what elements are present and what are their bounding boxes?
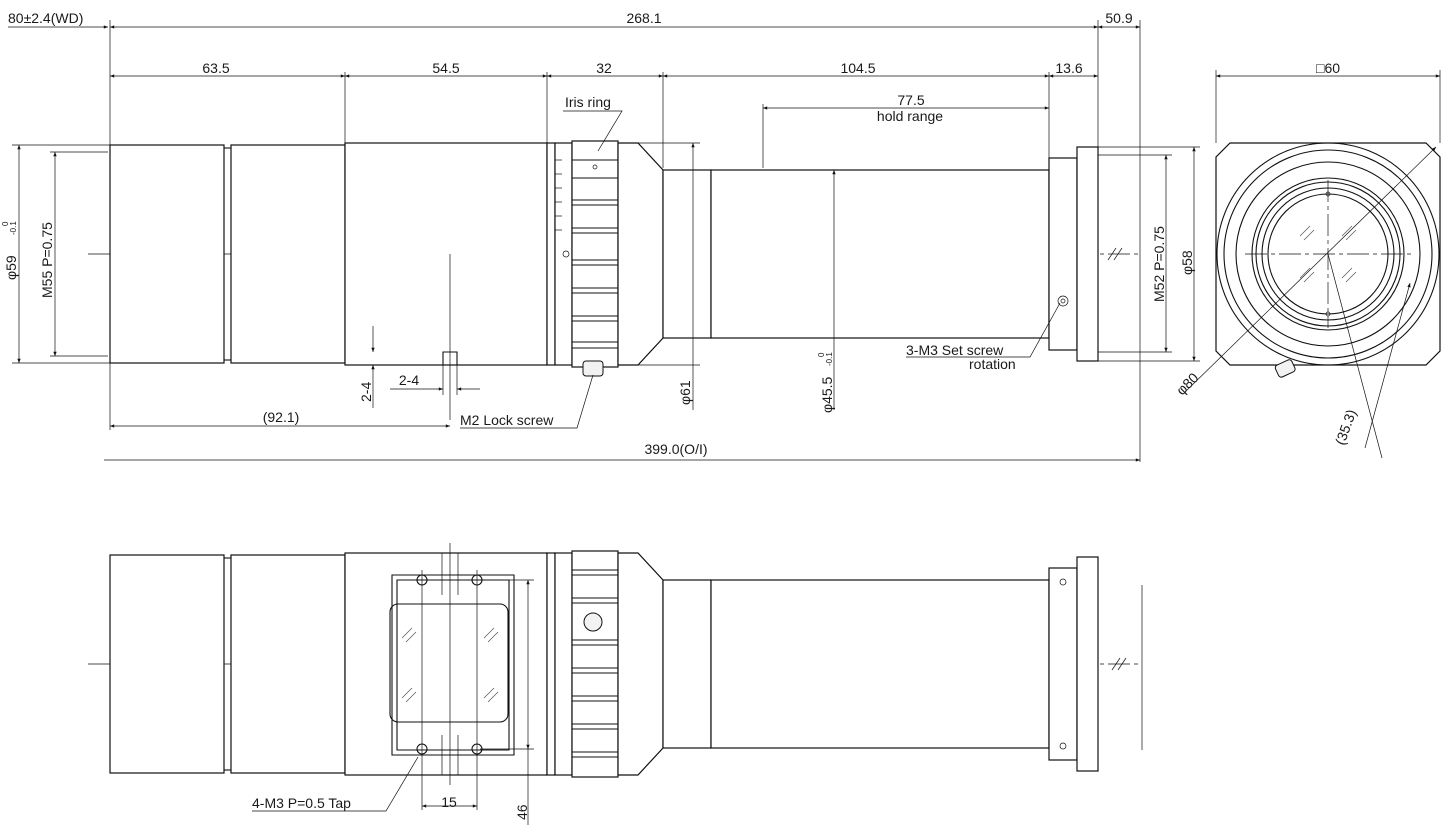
tap-height-dim: 46 bbox=[514, 804, 530, 820]
tube-2 bbox=[710, 169, 1050, 339]
bottom-main-body bbox=[344, 552, 548, 776]
tap-window bbox=[389, 603, 509, 723]
dia58-dim: φ58 bbox=[1179, 250, 1195, 275]
front-view: □60 φ80 (35.3) bbox=[1173, 60, 1441, 459]
tap-pitch-dim: 15 bbox=[441, 794, 457, 810]
bottom-iris-ring bbox=[571, 550, 619, 778]
iris-knurl bbox=[572, 159, 618, 349]
d92-dim: (92.1) bbox=[263, 409, 300, 425]
lock-screw bbox=[582, 360, 604, 377]
dia59-tol-up: 0 bbox=[1, 221, 10, 226]
dia80-dim: φ80 bbox=[1173, 369, 1202, 398]
dia61-dim: φ61 bbox=[677, 380, 693, 405]
rear-mount bbox=[1048, 157, 1078, 351]
side-view: 80±2.4(WD) 268.1 50.9 63.5 54.5 32 104.5… bbox=[1, 10, 1200, 462]
m52-dim: M52 P=0.75 bbox=[1151, 226, 1167, 302]
dia59-tol-down: -0.1 bbox=[9, 221, 18, 235]
bottom-iris-knurl bbox=[572, 569, 618, 758]
dia45-tol-down: -0.1 bbox=[825, 352, 834, 366]
m55-dim: M55 P=0.75 bbox=[39, 222, 55, 298]
tube-1 bbox=[662, 169, 712, 339]
square-dim: □60 bbox=[1316, 60, 1340, 76]
slot-depth-dim: 2-4 bbox=[358, 382, 374, 402]
front-barrel-2 bbox=[230, 144, 346, 364]
seg4-dim: 104.5 bbox=[840, 60, 875, 76]
front-barrel-1 bbox=[109, 144, 225, 364]
overall-dim: 399.0(O/I) bbox=[644, 441, 707, 457]
scale-ticks bbox=[555, 159, 562, 231]
wd-dim: 80±2.4(WD) bbox=[8, 10, 83, 26]
lock-label: M2 Lock screw bbox=[460, 412, 554, 428]
seg5-dim: 13.6 bbox=[1055, 60, 1082, 76]
iris-label: Iris ring bbox=[565, 94, 611, 110]
main-body bbox=[344, 142, 548, 366]
hold-range-label: hold range bbox=[877, 108, 943, 124]
top-view: 4-M3 P=0.5 Tap 15 46 bbox=[88, 543, 1143, 825]
front-lock-screw bbox=[1274, 359, 1296, 378]
tap-plate bbox=[391, 574, 515, 756]
dia59-dim: φ59 bbox=[3, 255, 19, 280]
seg3-dim: 32 bbox=[596, 60, 612, 76]
bottom-lock-screw bbox=[583, 612, 603, 632]
rear-flange-dim: 50.9 bbox=[1105, 10, 1132, 26]
dia45-tol-up: 0 bbox=[817, 352, 826, 357]
rotation-label: rotation bbox=[969, 356, 1016, 372]
bottom-barrel-2 bbox=[230, 554, 346, 774]
seg2-dim: 54.5 bbox=[432, 60, 459, 76]
hold-dim: 77.5 bbox=[897, 92, 924, 108]
d35-dim: (35.3) bbox=[1332, 407, 1360, 447]
total-dim: 268.1 bbox=[626, 10, 661, 26]
taper-section bbox=[617, 142, 664, 366]
setscrew-label: 3-M3 Set screw bbox=[906, 342, 1004, 358]
dia45-dim: φ45.5 bbox=[819, 376, 835, 413]
seg1-dim: 63.5 bbox=[202, 60, 229, 76]
tap-label: 4-M3 P=0.5 Tap bbox=[252, 795, 351, 811]
slot-width-dim: 2-4 bbox=[399, 372, 419, 388]
bottom-barrel-1 bbox=[109, 554, 225, 774]
iris-ring bbox=[571, 140, 619, 368]
rear-flange bbox=[1076, 146, 1099, 362]
scale-ring bbox=[546, 142, 556, 366]
